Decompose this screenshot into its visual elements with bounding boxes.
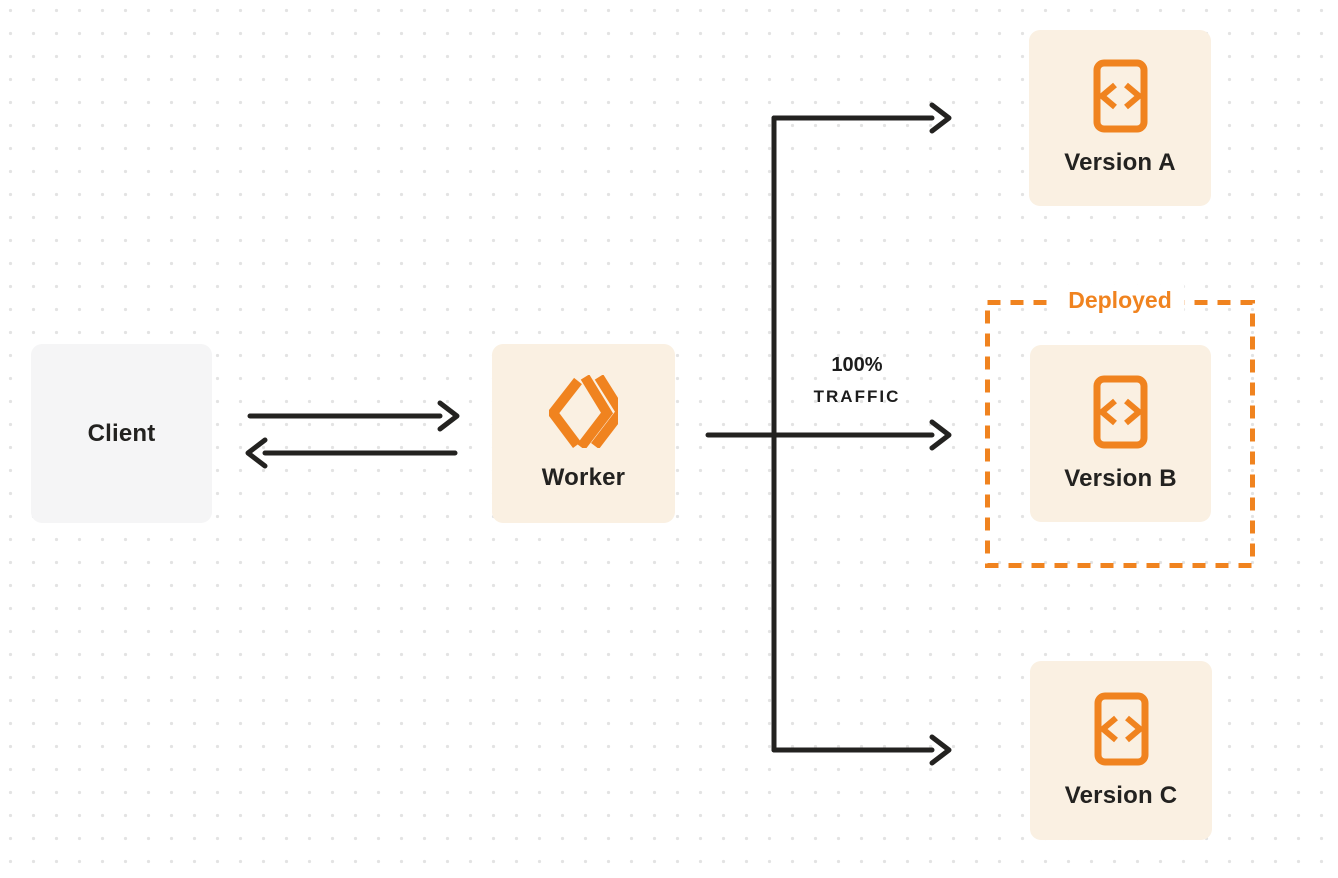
arrowhead-right-icon bbox=[929, 734, 952, 766]
version-c-label: Version C bbox=[1064, 781, 1178, 809]
worker-node: Worker bbox=[492, 344, 675, 523]
version-b-node: Version B bbox=[1030, 345, 1211, 522]
version-a-node: Version A bbox=[1029, 30, 1211, 206]
deployed-boundary: Deployed Version B bbox=[985, 285, 1255, 568]
worker-label: Worker bbox=[541, 464, 626, 491]
version-a-label: Version A bbox=[1064, 149, 1176, 176]
client-label: Client bbox=[87, 419, 156, 447]
arrowhead-left-icon bbox=[245, 437, 268, 469]
version-c-node: Version C bbox=[1030, 661, 1212, 840]
arrowhead-right-icon bbox=[929, 102, 952, 134]
version-b-label: Version B bbox=[1064, 464, 1177, 492]
code-document-icon bbox=[1094, 692, 1148, 765]
arrowhead-right-icon bbox=[437, 400, 460, 432]
arrowhead-right-icon bbox=[929, 419, 952, 451]
code-document-icon bbox=[1093, 59, 1147, 133]
traffic-word: TRAFFIC bbox=[813, 387, 901, 406]
cloudflare-workers-icon bbox=[549, 375, 618, 448]
deployed-dashed-border-icon bbox=[985, 300, 1255, 568]
traffic-label: 100% TRAFFIC bbox=[787, 352, 927, 410]
client-node: Client bbox=[31, 344, 212, 523]
deployed-label: Deployed bbox=[1056, 285, 1184, 315]
traffic-percent: 100% bbox=[831, 354, 883, 376]
code-document-icon bbox=[1093, 375, 1148, 448]
